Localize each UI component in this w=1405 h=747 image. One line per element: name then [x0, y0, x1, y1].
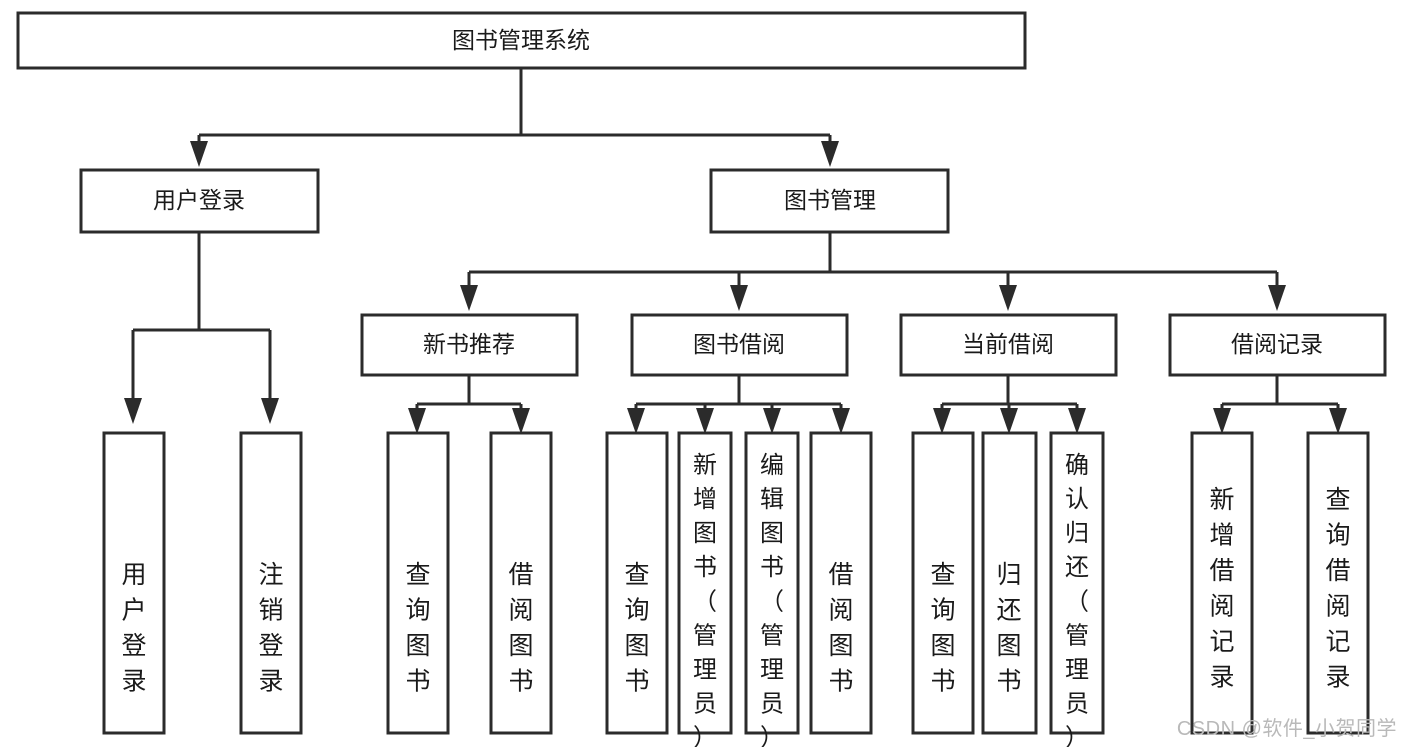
node-leaf-logout-login-box[interactable] [239, 431, 303, 735]
node-leaf-user-login-label: 用户登录 [121, 561, 146, 696]
node-root-label: 图书管理系统 [452, 27, 590, 53]
node-user-login-label: 用户登录 [153, 187, 245, 213]
node-new-book-recommend-box[interactable] [360, 313, 579, 377]
node-leaf-user-login-box[interactable] [102, 431, 166, 735]
node-leaf-borrow-book-1-label: 借阅图书 [508, 561, 533, 696]
node-leaf-add-borrow-record-box[interactable] [1190, 431, 1254, 735]
node-borrow-record-label: 借阅记录 [1231, 331, 1323, 357]
node-leaf-borrow-book-2-box[interactable] [809, 431, 873, 735]
arrow-to-book-manage [821, 141, 839, 167]
arrow-to-leaf-add-borrow-record [1213, 408, 1231, 434]
node-leaf-query-book-2-label: 查询图书 [624, 561, 649, 696]
arrow-to-leaf-query-book-1 [408, 408, 426, 434]
node-root[interactable]: 图书管理系统 [16, 11, 1027, 70]
node-borrow-record-box[interactable] [1168, 313, 1387, 377]
node-leaf-add-book-admin[interactable]: 新增图书（管理员） [677, 431, 733, 747]
arrow-to-leaf-user-login [124, 398, 142, 424]
node-current-borrow[interactable]: 当前借阅 [899, 313, 1118, 377]
arrow-to-borrow-record [1268, 285, 1286, 311]
node-book-borrow[interactable]: 图书借阅 [630, 313, 849, 377]
arrow-to-leaf-add-book-admin [696, 408, 714, 434]
node-book-manage-label: 图书管理 [784, 187, 876, 213]
node-leaf-return-book-label: 归还图书 [996, 561, 1021, 696]
node-book-borrow-label: 图书借阅 [693, 331, 785, 357]
node-leaf-confirm-return-admin-box[interactable] [1049, 431, 1105, 735]
node-leaf-edit-book-admin-label: 编辑图书（管理员） [760, 452, 784, 747]
node-leaf-query-borrow-record-label: 查询借阅记录 [1325, 486, 1350, 692]
arrow-to-current-borrow [999, 285, 1017, 311]
node-leaf-borrow-book-1-box[interactable] [489, 431, 553, 735]
arrow-to-new-book-recommend [460, 285, 478, 311]
node-leaf-query-book-1-box[interactable] [386, 431, 450, 735]
node-leaf-query-book-1-label: 查询图书 [405, 561, 430, 696]
node-leaf-borrow-book-1[interactable]: 借阅图书 [489, 431, 553, 735]
arrow-to-leaf-query-borrow-record [1329, 408, 1347, 434]
node-leaf-query-book-3[interactable]: 查询图书 [911, 431, 975, 735]
arrow-to-leaf-borrow-book-2 [832, 408, 850, 434]
arrow-to-leaf-edit-book-admin [763, 408, 781, 434]
node-leaf-confirm-return-admin[interactable]: 确认归还（管理员） [1049, 431, 1105, 747]
node-leaf-edit-book-admin-box[interactable] [744, 431, 800, 735]
node-leaf-return-book-box[interactable] [981, 431, 1038, 735]
node-leaf-return-book[interactable]: 归还图书 [981, 431, 1038, 735]
arrow-to-leaf-confirm-return-admin [1068, 408, 1086, 434]
node-leaf-borrow-book-2[interactable]: 借阅图书 [809, 431, 873, 735]
arrow-to-leaf-logout-login [261, 398, 279, 424]
node-leaf-query-book-1[interactable]: 查询图书 [386, 431, 450, 735]
connector-layer [124, 68, 1347, 434]
node-new-book-recommend[interactable]: 新书推荐 [360, 313, 579, 377]
csdn-watermark: CSDN @软件_小贺同学 [1176, 718, 1397, 740]
node-leaf-query-book-2[interactable]: 查询图书 [605, 431, 669, 735]
arrow-to-leaf-query-book-2 [627, 408, 645, 434]
node-current-borrow-label: 当前借阅 [962, 331, 1054, 357]
node-leaf-logout-login-label: 注销登录 [258, 561, 283, 696]
node-book-manage[interactable]: 图书管理 [709, 168, 950, 234]
node-leaf-add-borrow-record[interactable]: 新增借阅记录 [1190, 431, 1254, 735]
node-leaf-add-book-admin-label: 新增图书（管理员） [693, 452, 717, 747]
node-book-manage-box[interactable] [709, 168, 950, 234]
node-new-book-recommend-label: 新书推荐 [423, 331, 515, 357]
node-leaf-query-book-3-label: 查询图书 [930, 561, 955, 696]
node-leaf-query-borrow-record[interactable]: 查询借阅记录 [1306, 431, 1370, 735]
node-leaf-edit-book-admin[interactable]: 编辑图书（管理员） [744, 431, 800, 747]
node-leaf-logout-login[interactable]: 注销登录 [239, 431, 303, 735]
arrow-to-book-borrow [730, 285, 748, 311]
arrow-to-leaf-return-book [1000, 408, 1018, 434]
node-root-box[interactable] [16, 11, 1027, 70]
node-leaf-confirm-return-admin-label: 确认归还（管理员） [1065, 452, 1089, 747]
node-user-login[interactable]: 用户登录 [79, 168, 320, 234]
node-current-borrow-box[interactable] [899, 313, 1118, 377]
node-leaf-borrow-book-2-label: 借阅图书 [828, 561, 853, 696]
node-leaf-add-book-admin-box[interactable] [677, 431, 733, 735]
node-user-login-box[interactable] [79, 168, 320, 234]
node-book-borrow-box[interactable] [630, 313, 849, 377]
arrow-to-user-login [190, 141, 208, 167]
node-leaf-add-borrow-record-label: 新增借阅记录 [1209, 486, 1234, 692]
node-leaf-user-login[interactable]: 用户登录 [102, 431, 166, 735]
arrow-to-leaf-borrow-book-1 [512, 408, 530, 434]
node-borrow-record[interactable]: 借阅记录 [1168, 313, 1387, 377]
node-leaf-query-borrow-record-box[interactable] [1306, 431, 1370, 735]
node-leaf-query-book-3-box[interactable] [911, 431, 975, 735]
node-leaf-query-book-2-box[interactable] [605, 431, 669, 735]
arrow-to-leaf-query-book-3 [933, 408, 951, 434]
